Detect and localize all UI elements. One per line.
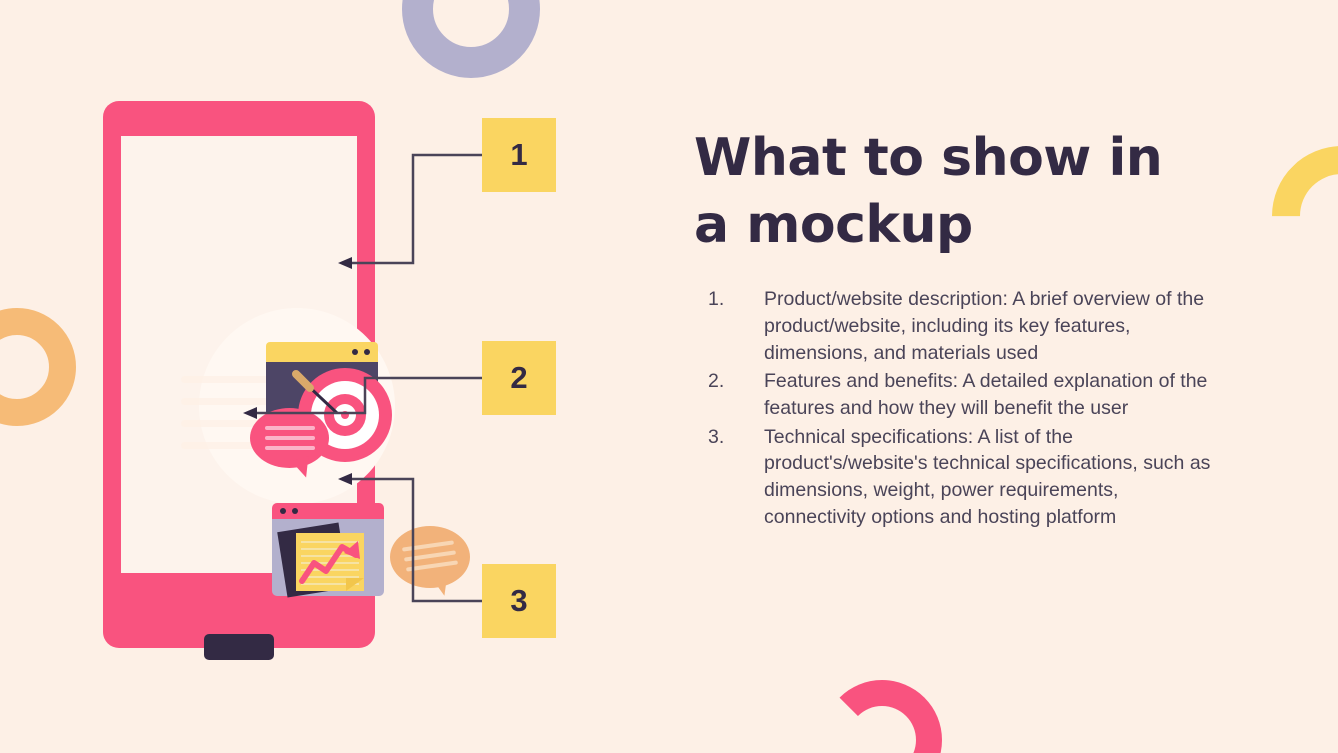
window-dot-icon xyxy=(280,508,286,514)
yellow-arc-decoration xyxy=(1243,117,1338,315)
list-item: Features and benefits: A detailed explan… xyxy=(708,368,1208,419)
pink-arc-decoration xyxy=(822,680,942,753)
callout-badge-2[interactable]: 2 xyxy=(482,341,556,415)
list-item: Product/website description: A brief ove… xyxy=(708,286,1205,364)
orange-speech-bubble xyxy=(390,526,470,598)
purple-ring-decoration xyxy=(402,0,540,78)
callout-badge-1[interactable]: 1 xyxy=(482,118,556,192)
window-dot-icon xyxy=(352,349,358,355)
phone-screen xyxy=(121,136,395,660)
phone-mockup xyxy=(103,101,470,660)
window-dot-icon xyxy=(364,349,370,355)
window-dot-icon xyxy=(292,508,298,514)
list-item: Technical specifications: A list of the … xyxy=(708,424,1211,528)
callout-badge-3[interactable]: 3 xyxy=(482,564,556,638)
page-title: What to show in a mockup xyxy=(694,128,1163,255)
points-list: Product/website description: A brief ove… xyxy=(694,286,1214,530)
growth-arrow-icon xyxy=(299,541,360,584)
content-column: What to show in a mockup Product/website… xyxy=(694,125,1214,532)
orange-ring-decoration xyxy=(0,308,76,426)
browser-title-bar xyxy=(266,342,378,362)
chart-browser-card xyxy=(272,503,384,598)
phone-home-button xyxy=(204,634,274,660)
pink-speech-bubble xyxy=(250,408,329,481)
